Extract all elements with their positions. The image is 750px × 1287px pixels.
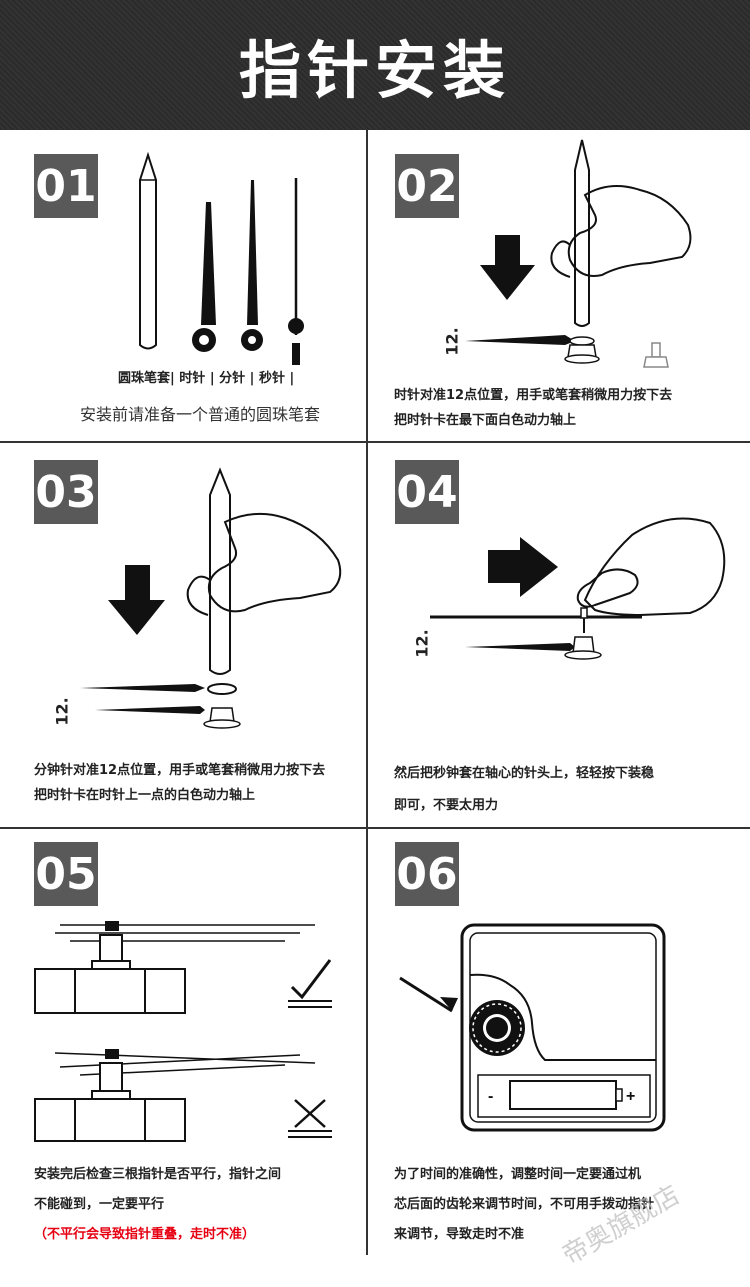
label-minute-hand: 分针 xyxy=(219,371,246,386)
label-second-hand: 秒针 xyxy=(258,371,285,386)
step01-desc-line-1: 安装前请准备一个普通的圆珠笔套 xyxy=(80,405,321,424)
label-pen-cap: 圆珠笔套 xyxy=(118,371,171,386)
step03-description: 分钟针对准12点位置，用手或笔套稍微用力按下去 把时针卡在时针上一点的白色动力轴… xyxy=(34,758,325,808)
label-hour-hand: 时针 xyxy=(179,371,206,386)
step06-illustration: - + xyxy=(399,923,666,1132)
step03-desc-line-2: 把时针卡在时针上一点的白色动力轴上 xyxy=(34,788,256,803)
step-number-03: 03 xyxy=(34,460,98,524)
step04-desc-line-2: 即可，不要太用力 xyxy=(394,798,499,813)
hand-icon xyxy=(583,517,726,617)
title-banner: 指针安装 xyxy=(0,0,750,130)
second-hand-icon xyxy=(288,178,304,365)
checkmark-icon xyxy=(290,959,332,1000)
right-arrow-icon xyxy=(488,537,558,597)
step04-illustration xyxy=(430,517,726,660)
step06-desc-line-3: 来调节，导致走时不准 xyxy=(394,1227,525,1242)
step05-description: 安装完后检查三根指针是否平行，指针之间 不能碰到，一定要平行 （不平行会导致指针… xyxy=(34,1160,281,1250)
page-title: 指针安装 xyxy=(238,34,511,107)
pen-cap-icon xyxy=(139,151,157,350)
hour-hand-icon xyxy=(192,202,216,352)
step-number-02: 02 xyxy=(395,154,459,218)
step06-description: 为了时间的准确性，调整时间一定要通过机 芯后面的齿轮来调节时间，不可用手拨动指针… xyxy=(394,1160,654,1250)
step-number-04: 04 xyxy=(395,460,459,524)
step03-desc-line-1: 分钟针对准12点位置，用手或笔套稍微用力按下去 xyxy=(34,763,326,778)
step-number-06: 06 xyxy=(395,842,459,906)
hand-icon xyxy=(207,512,342,613)
down-arrow-icon xyxy=(480,235,535,300)
step02-desc-line-2: 把时针卡在最下面白色动力轴上 xyxy=(394,413,577,428)
step05-desc-line-1: 安装完后检查三根指针是否平行，指针之间 xyxy=(34,1167,282,1182)
twelve-mark-03: 12. xyxy=(52,697,72,726)
divider-row-2 xyxy=(0,827,750,829)
battery-minus-label: - xyxy=(488,1088,493,1105)
step06-desc-line-2: 芯后面的齿轮来调节时间，不可用手拨动指针 xyxy=(394,1197,655,1212)
step-number-05: 05 xyxy=(34,842,98,906)
battery-icon xyxy=(509,1080,617,1110)
step05-desc-line-2: 不能碰到，一定要平行 xyxy=(34,1197,165,1212)
gear-icon xyxy=(469,1000,525,1056)
step05-warning: （不平行会导致指针重叠，走时不准） xyxy=(34,1227,256,1242)
hand-icon xyxy=(567,185,692,277)
step01-illustration xyxy=(139,151,304,365)
shaft-icon xyxy=(643,342,669,368)
twelve-mark-04: 12. xyxy=(412,629,432,658)
minute-hand-icon xyxy=(241,180,263,351)
pen-cap-icon xyxy=(209,467,231,675)
pointer-arrow-icon xyxy=(399,976,453,1013)
battery-plus-label: + xyxy=(626,1088,635,1105)
step06-desc-line-1: 为了时间的准确性，调整时间一定要通过机 xyxy=(394,1167,642,1182)
step04-description: 然后把秒钟套在轴心的针头上，轻轻按下装稳 即可，不要太用力 xyxy=(394,758,654,822)
parts-labels-row: 圆珠笔套| 时针 | 分针 | 秒针 | xyxy=(118,371,295,386)
step03-illustration xyxy=(80,467,342,729)
step-number-01: 01 xyxy=(34,154,98,218)
down-arrow-icon xyxy=(108,565,165,635)
step02-description: 时针对准12点位置，用手或笔套稍微用力按下去 把时针卡在最下面白色动力轴上 xyxy=(394,383,672,433)
cross-icon xyxy=(294,1099,326,1128)
step04-desc-line-1: 然后把秒钟套在轴心的针头上，轻轻按下装稳 xyxy=(394,766,655,781)
step02-desc-line-1: 时针对准12点位置，用手或笔套稍微用力按下去 xyxy=(394,388,673,403)
divider-vertical xyxy=(366,130,368,1255)
step05-illustration xyxy=(34,921,332,1142)
step01-description: 安装前请准备一个普通的圆珠笔套 xyxy=(80,402,320,427)
divider-row-1 xyxy=(0,441,750,443)
step02-illustration xyxy=(465,139,692,368)
twelve-mark-02: 12. xyxy=(442,327,462,356)
